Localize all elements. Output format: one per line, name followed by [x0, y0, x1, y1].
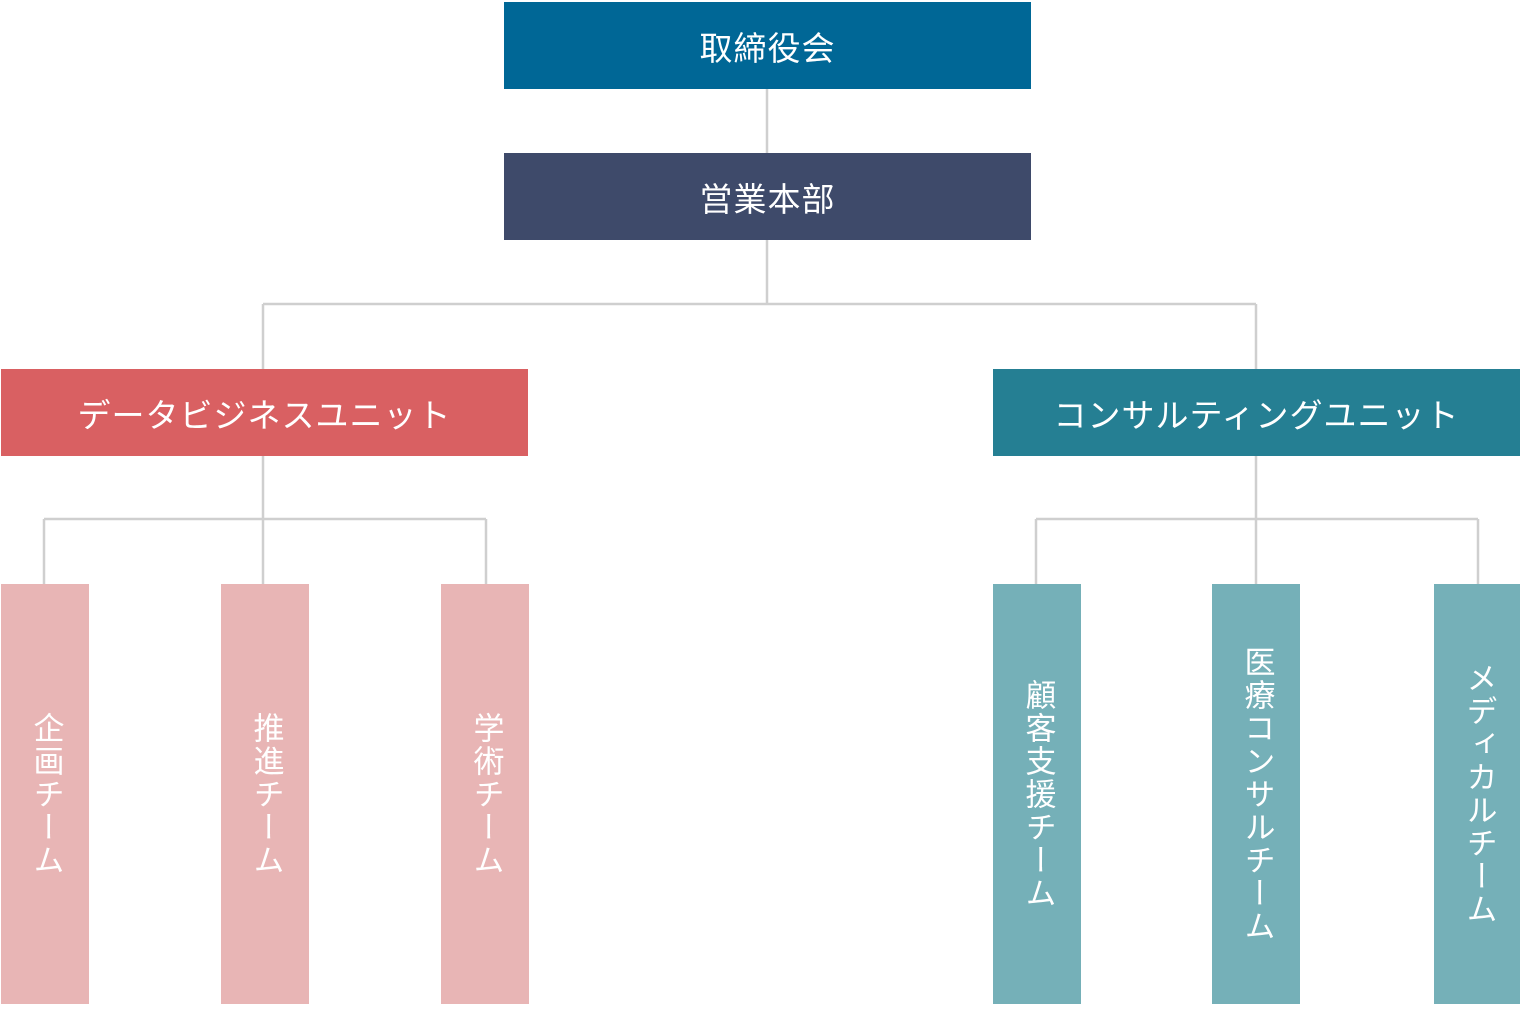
- medical-consulting-team-node: 医療コンサルチーム: [1212, 584, 1300, 1004]
- data-business-unit-label: データビジネスユニット: [77, 395, 452, 435]
- medical-team-node: メディカルチーム: [1434, 584, 1520, 1004]
- medical-consulting-team-label: 医療コンサルチーム: [1238, 645, 1275, 943]
- board-node: 取締役会: [504, 2, 1031, 89]
- promotion-team-node: 推進チーム: [221, 584, 309, 1004]
- academic-team-node: 学術チーム: [441, 584, 529, 1004]
- promotion-team-label: 推進チーム: [247, 711, 284, 877]
- customer-support-team-node: 顧客支援チーム: [993, 584, 1081, 1004]
- academic-team-label: 学術チーム: [467, 711, 504, 877]
- medical-team-label: メディカルチーム: [1460, 662, 1497, 926]
- consulting-unit-label: コンサルティングユニット: [1053, 395, 1460, 435]
- sales-hq-label: 営業本部: [699, 179, 836, 219]
- planning-team-node: 企画チーム: [1, 584, 89, 1004]
- data-business-unit-node: データビジネスユニット: [1, 369, 528, 456]
- customer-support-team-label: 顧客支援チーム: [1019, 678, 1056, 910]
- planning-team-label: 企画チーム: [27, 711, 64, 877]
- board-label: 取締役会: [699, 28, 836, 68]
- sales-hq-node: 営業本部: [504, 153, 1031, 240]
- consulting-unit-node: コンサルティングユニット: [993, 369, 1520, 456]
